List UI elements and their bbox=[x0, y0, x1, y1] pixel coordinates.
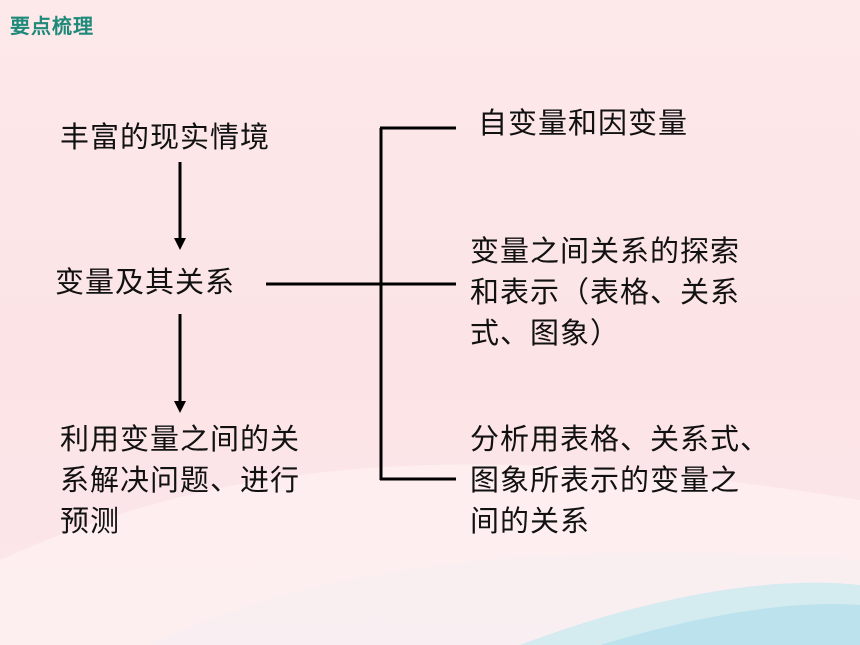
node-apply-line-3: 预测 bbox=[60, 504, 121, 538]
node-explore-represent: 变量之间关系的探索 和表示（表格、关系 式、图象） bbox=[470, 231, 740, 354]
node-apply-line-2: 系解决问题、进行 bbox=[60, 463, 301, 497]
page-title: 要点梳理 bbox=[10, 14, 94, 38]
node-explore-line-3: 式、图象） bbox=[470, 316, 621, 350]
node-real-context: 丰富的现实情境 bbox=[60, 120, 271, 154]
node-independent-dependent: 自变量和因变量 bbox=[478, 103, 688, 144]
arrow-head-2 bbox=[174, 401, 186, 413]
node-variables-relations: 变量及其关系 bbox=[55, 265, 236, 299]
node-analyze-line-1: 分析用表格、关系式、 bbox=[470, 422, 771, 456]
node-explore-line-2: 和表示（表格、关系 bbox=[470, 275, 741, 309]
node-analyze-relations: 分析用表格、关系式、 图象所表示的变量之 间的关系 bbox=[470, 419, 770, 542]
arrow-head-1 bbox=[174, 238, 186, 250]
node-analyze-line-3: 间的关系 bbox=[470, 504, 591, 538]
node-analyze-line-2: 图象所表示的变量之 bbox=[470, 463, 741, 497]
node-apply-line-1: 利用变量之间的关 bbox=[60, 422, 301, 456]
node-explore-line-1: 变量之间关系的探索 bbox=[470, 234, 741, 268]
node-apply-relations: 利用变量之间的关 系解决问题、进行 预测 bbox=[60, 419, 300, 542]
node-independent-line-1: 自变量和因变量 bbox=[478, 106, 689, 140]
